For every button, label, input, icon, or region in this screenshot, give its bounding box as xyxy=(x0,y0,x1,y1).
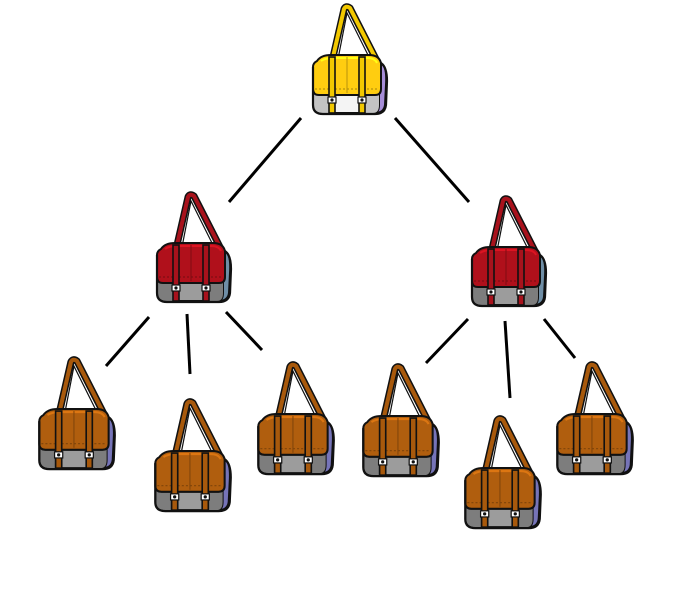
brown-messenger-bag-icon xyxy=(154,398,232,513)
tree-edge-n1-n3 xyxy=(104,316,151,367)
brown-messenger-bag-icon xyxy=(464,415,542,530)
tree-edge-n2-n6 xyxy=(424,317,470,365)
yellow-messenger-bag-icon xyxy=(311,3,389,116)
tree-edge-n0-n1 xyxy=(227,117,303,203)
tree-edge-n1-n4 xyxy=(185,313,192,375)
tree-edge-n0-n2 xyxy=(393,117,471,203)
tree-edge-n2-n7 xyxy=(503,320,512,399)
brown-messenger-bag-icon xyxy=(556,361,634,476)
red-messenger-bag-icon xyxy=(155,191,233,304)
tree-edge-n1-n5 xyxy=(224,310,264,352)
brown-messenger-bag-icon xyxy=(38,356,116,471)
tree-edges xyxy=(104,117,577,399)
red-messenger-bag-icon xyxy=(470,195,548,308)
brown-messenger-bag-icon xyxy=(362,363,440,478)
brown-messenger-bag-icon xyxy=(257,361,335,476)
tree-nodes xyxy=(38,3,634,530)
tree-edge-n2-n8 xyxy=(542,318,577,359)
